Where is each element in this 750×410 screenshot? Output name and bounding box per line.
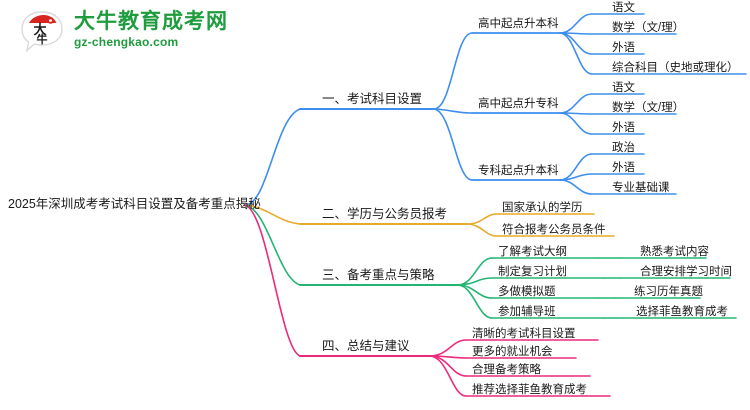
branch-node-prep-strategy[interactable]: 三、备考重点与策略 <box>322 268 435 282</box>
subnode-know-syllabus[interactable]: 了解考试大纲 <box>498 246 567 258</box>
leaf-node[interactable]: 练习历年真题 <box>634 286 703 298</box>
site-logo[interactable]: 大 牛 大牛教育成考网 gz-chengkao.com <box>18 8 258 56</box>
leaf-node[interactable]: 合理安排学习时间 <box>640 266 732 278</box>
subnode-mock-tests[interactable]: 多做模拟题 <box>498 286 556 298</box>
subnode-recommend-feiyu[interactable]: 推荐选择菲鱼教育成考 <box>472 384 587 396</box>
subnode-reasonable-prep[interactable]: 合理备考策略 <box>472 364 541 376</box>
leaf-node[interactable]: 专业基础课 <box>612 182 670 194</box>
subnode-clear-subject-setup[interactable]: 清晰的考试科目设置 <box>472 328 576 340</box>
logo-brand-name: 大牛教育成考网 <box>74 10 228 33</box>
svg-text:大: 大 <box>33 22 46 37</box>
subnode-civilservice-eligible[interactable]: 符合报考公务员条件 <box>502 224 606 236</box>
leaf-node[interactable]: 综合科目（史地或理化） <box>612 62 739 74</box>
daniu-logo-icon: 大 牛 <box>18 10 66 54</box>
branch-node-summary-advice[interactable]: 四、总结与建议 <box>322 339 410 353</box>
subnode-recognized-degree[interactable]: 国家承认的学历 <box>502 202 583 214</box>
leaf-node[interactable]: 数学（文/理） <box>612 22 685 34</box>
subnode-zhuanke-to-benke[interactable]: 专科起点升本科 <box>478 165 559 177</box>
leaf-node[interactable]: 熟悉考试内容 <box>640 246 709 258</box>
svg-text:牛: 牛 <box>37 32 48 46</box>
leaf-node[interactable]: 外语 <box>612 162 635 174</box>
branch-node-education-civilservice[interactable]: 二、学历与公务员报考 <box>322 207 448 221</box>
leaf-node[interactable]: 政治 <box>612 142 635 154</box>
subnode-more-job-chances[interactable]: 更多的就业机会 <box>472 346 553 358</box>
leaf-node[interactable]: 数学（文/理） <box>612 102 685 114</box>
subnode-gaozhong-to-zhuanke[interactable]: 高中起点升专科 <box>478 98 559 110</box>
subnode-gaozhong-to-benke[interactable]: 高中起点升本科 <box>478 18 559 30</box>
branch-node-exam-subjects[interactable]: 一、考试科目设置 <box>322 92 423 106</box>
logo-brand-url: gz-chengkao.com <box>74 35 179 49</box>
leaf-node[interactable]: 外语 <box>612 122 635 134</box>
leaf-node[interactable]: 语文 <box>612 2 635 14</box>
logo-text-block: 大牛教育成考网 gz-chengkao.com <box>74 10 228 50</box>
subnode-make-review-plan[interactable]: 制定复习计划 <box>498 266 567 278</box>
leaf-node[interactable]: 外语 <box>612 42 635 54</box>
leaf-node[interactable]: 选择菲鱼教育成考 <box>636 306 728 318</box>
mindmap-root-node[interactable]: 2025年深圳成考考试科目设置及备考重点揭秘 <box>8 197 261 211</box>
subnode-tutoring-class[interactable]: 参加辅导班 <box>498 306 556 318</box>
leaf-node[interactable]: 语文 <box>612 82 635 94</box>
